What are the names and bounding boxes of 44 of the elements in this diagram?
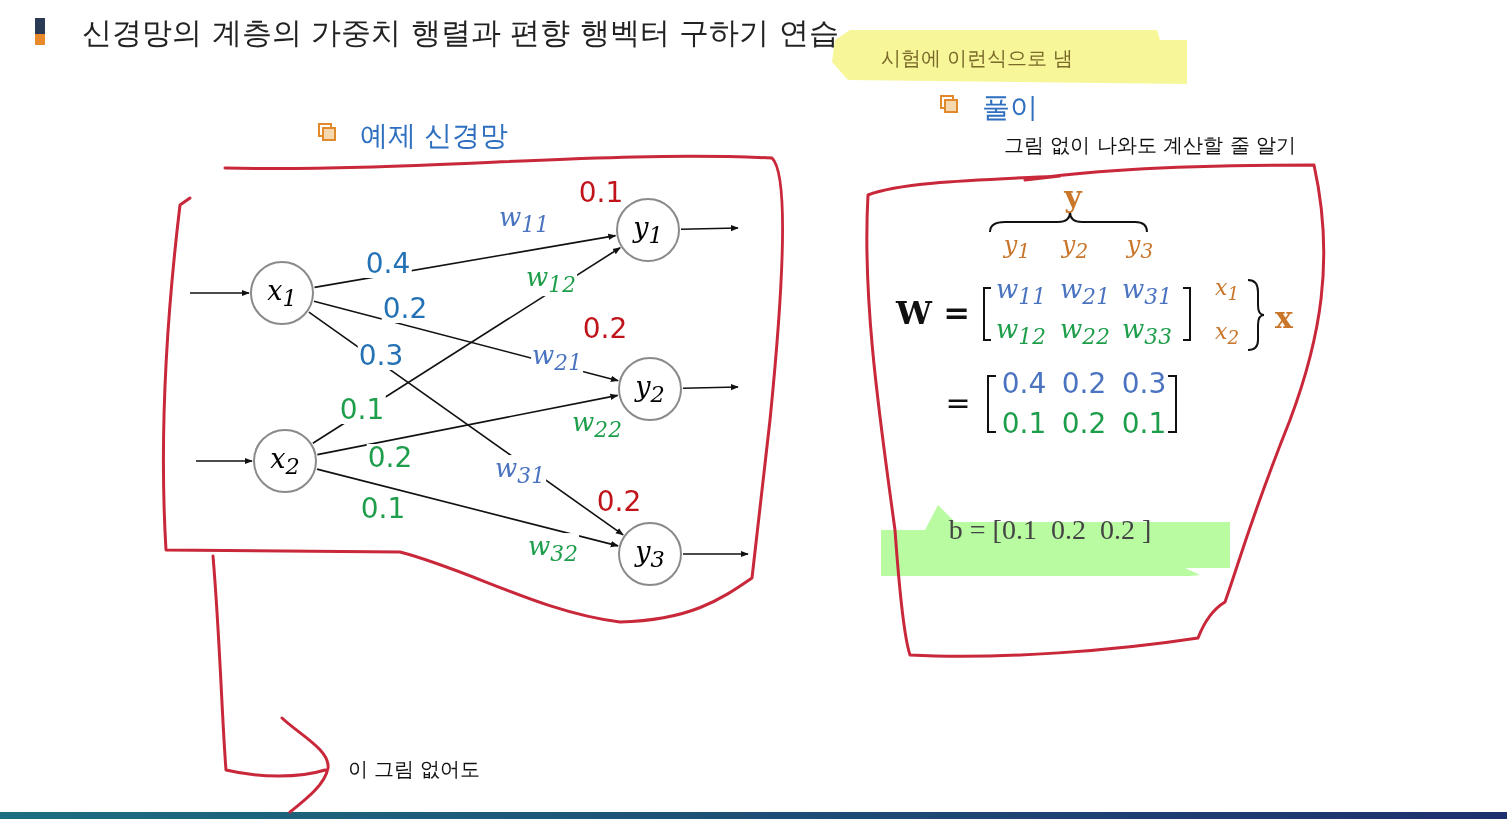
edge-label: 0.1 — [338, 396, 386, 424]
equals-sign: = — [945, 388, 971, 418]
section-heading: 풀이 — [982, 94, 1038, 122]
arrow — [195, 457, 253, 465]
arrow — [316, 393, 619, 456]
equation-text: b = [0.1 0.2 0.2 ] — [948, 516, 1152, 544]
neuron-circle: x$_{1}$ — [250, 261, 314, 325]
bias-label: 0.2 — [596, 488, 642, 516]
column-label: y$_{2}$ — [1061, 232, 1089, 262]
column-label: y$_{1}$ — [1003, 232, 1031, 262]
matrix-entry: 0.3 — [1121, 370, 1167, 398]
bias-label: 0.2 — [582, 315, 628, 343]
neuron-circle: x$_{2}$ — [253, 429, 317, 493]
vector-symbol: y — [1064, 182, 1082, 212]
edge-label: 0.3 — [357, 342, 405, 370]
note: 그림 없이 나와도 계산할 줄 알기 — [1004, 135, 1296, 155]
matrix-entry: w$_{12}$ — [996, 316, 1046, 348]
matrix-entry: w$_{33}$ — [1122, 316, 1172, 348]
arrow — [680, 224, 739, 232]
matrix-entry: 0.4 — [1001, 370, 1047, 398]
matrix-entry: 0.2 — [1061, 410, 1107, 438]
neuron-circle: y$_{2}$ — [618, 357, 682, 421]
note: 시험에 이런식으로 냄 — [880, 48, 1074, 68]
edge-label: 0.4 — [364, 250, 412, 278]
arrow — [316, 468, 619, 548]
row-label: x$_{2}$ — [1214, 320, 1240, 348]
note: 이 그림 없어도 — [347, 759, 481, 779]
matrix-entry: w$_{21}$ — [1060, 276, 1110, 308]
vector-symbol: x — [1275, 303, 1293, 333]
matrix-entry: w$_{11}$ — [996, 276, 1046, 308]
matrix-entry: 0.2 — [1061, 370, 1107, 398]
row-label: x$_{1}$ — [1214, 276, 1240, 304]
matrix-entry: 0.1 — [1121, 410, 1167, 438]
section-heading: 예제 신경망 — [359, 122, 509, 150]
column-label: y$_{3}$ — [1126, 232, 1154, 262]
neuron-circle: y$_{3}$ — [618, 522, 682, 586]
matrix-entry: w$_{31}$ — [1122, 276, 1172, 308]
matrix-entry: 0.1 — [1001, 410, 1047, 438]
arrow — [189, 289, 250, 297]
title: 신경망의 계층의 가중치 행렬과 편향 행벡터 구하기 연습 — [82, 18, 839, 48]
equation-text: W = — [896, 297, 970, 329]
matrix-entry: w$_{22}$ — [1060, 316, 1110, 348]
arrow — [682, 383, 739, 391]
arrow — [682, 550, 749, 558]
